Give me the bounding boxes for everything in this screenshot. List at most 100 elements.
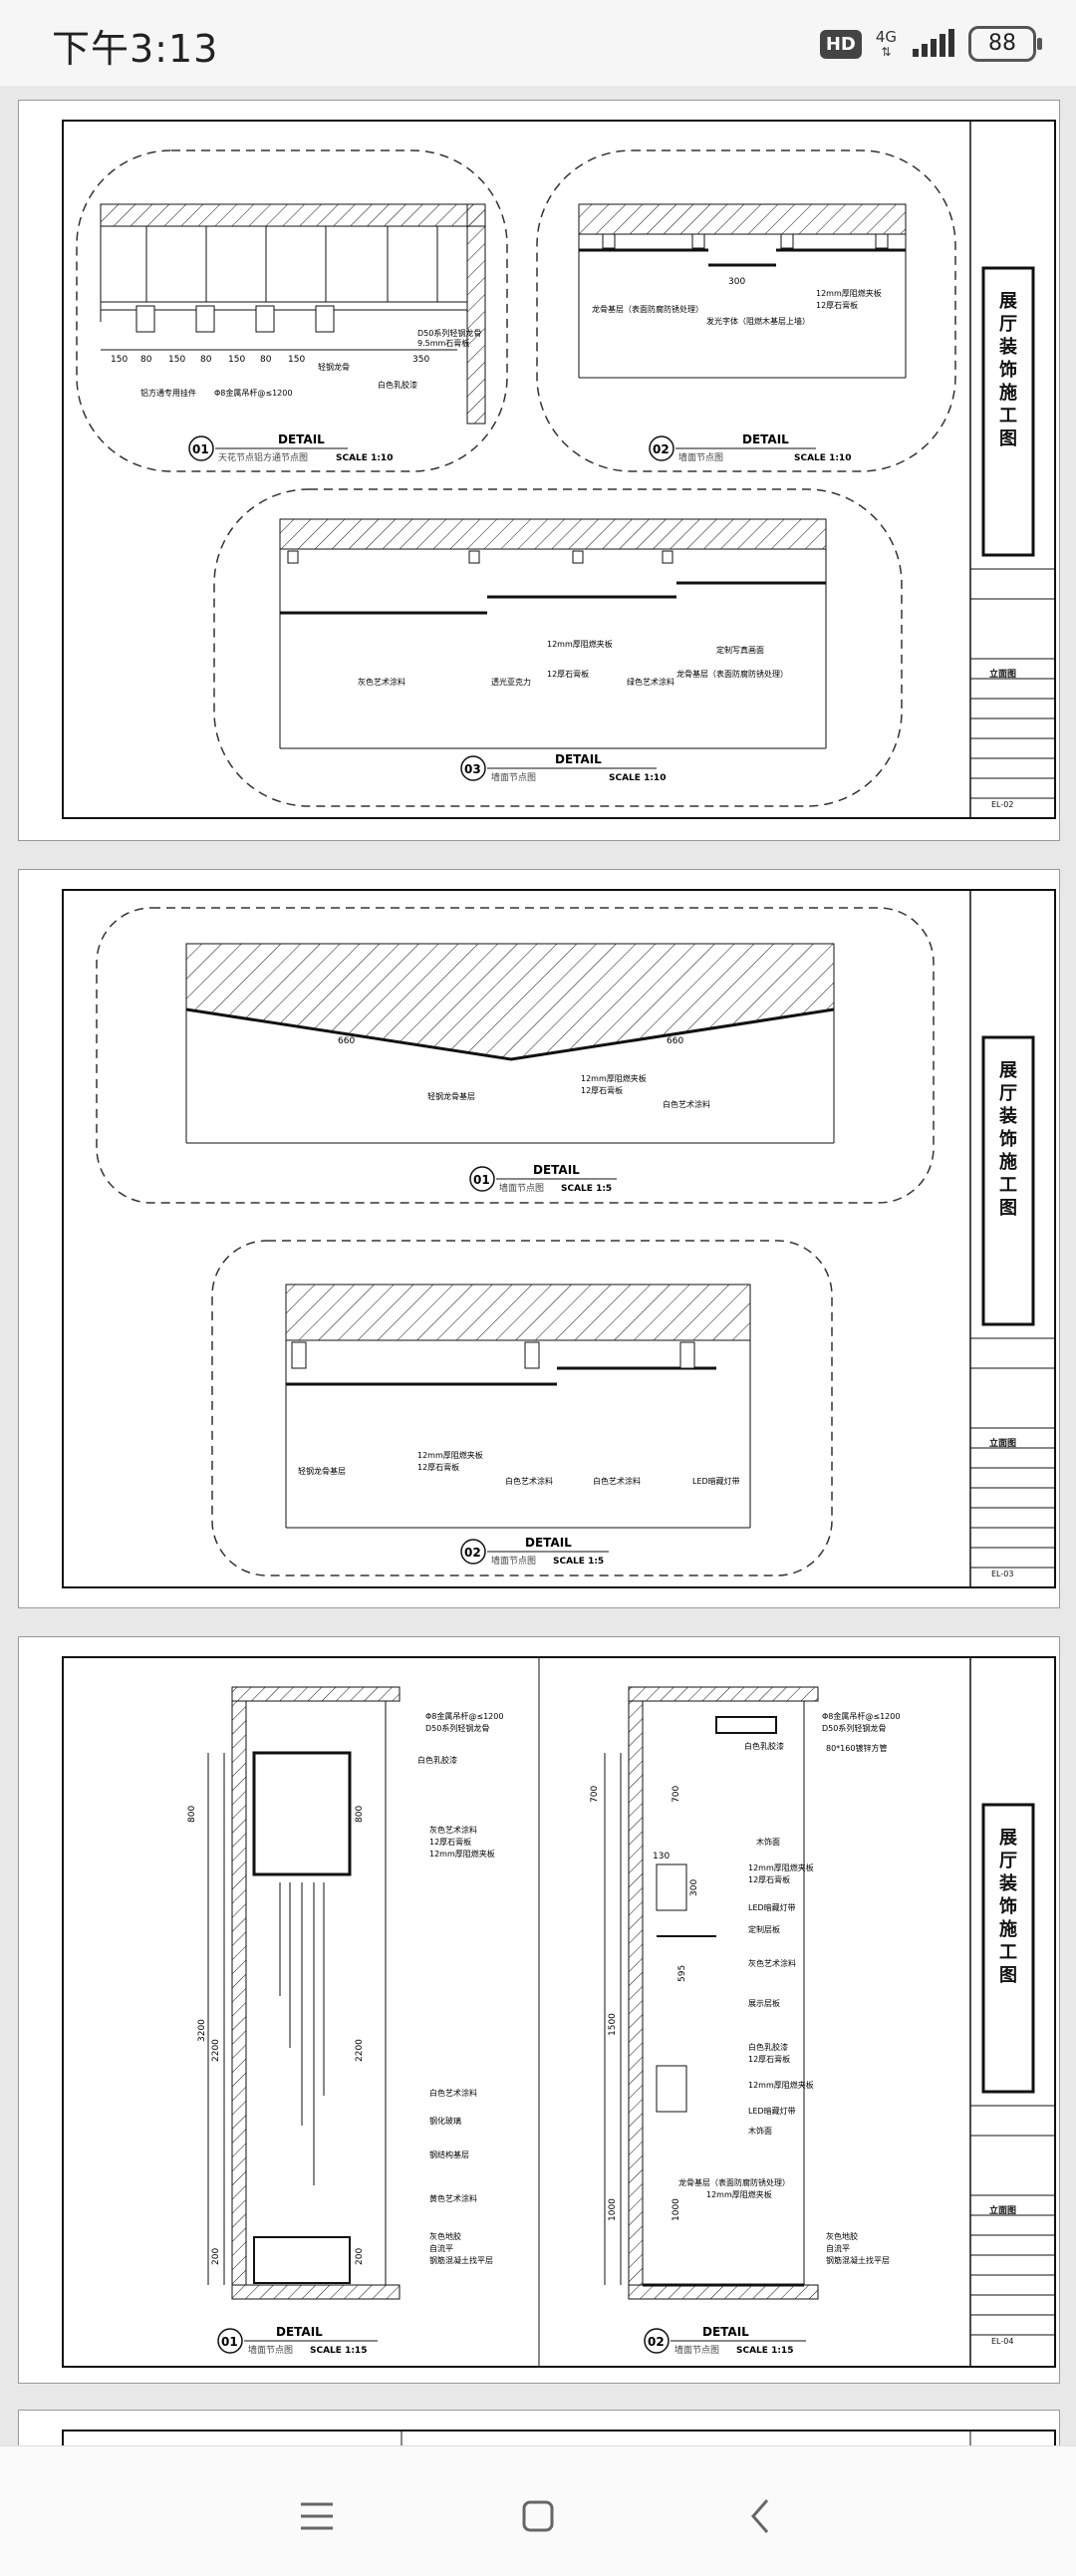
svg-text:2200: 2200 xyxy=(355,2039,365,2062)
svg-text:660: 660 xyxy=(667,1036,683,1046)
svg-text:80: 80 xyxy=(200,355,212,365)
svg-text:01: 01 xyxy=(192,442,209,456)
svg-text:01: 01 xyxy=(221,2335,238,2349)
svg-text:Φ8金属吊杆@≤1200: Φ8金属吊杆@≤1200 xyxy=(822,1711,900,1721)
svg-text:01: 01 xyxy=(473,1173,490,1187)
svg-text:SCALE 1:5: SCALE 1:5 xyxy=(553,1557,604,1567)
drawing-sheet-3[interactable]: 800 3200 2200 200 800 2200 200 Φ8金属吊杆@≤1… xyxy=(18,1636,1060,2384)
svg-text:12厚石膏板: 12厚石膏板 xyxy=(417,1462,459,1472)
sheet-1-number: EL-02 xyxy=(991,800,1014,809)
svg-text:DETAIL: DETAIL xyxy=(702,2325,749,2339)
svg-text:12mm厚阻燃夹板: 12mm厚阻燃夹板 xyxy=(748,2080,814,2090)
svg-text:自流平: 自流平 xyxy=(429,2243,453,2253)
svg-text:12厚石膏板: 12厚石膏板 xyxy=(748,1874,790,1884)
home-icon[interactable] xyxy=(508,2486,568,2546)
svg-text:1000: 1000 xyxy=(672,2198,681,2221)
svg-text:龙骨基层（表面防腐防锈处理）: 龙骨基层（表面防腐防锈处理） xyxy=(676,669,788,679)
svg-text:Φ8金属吊杆@≤1200: Φ8金属吊杆@≤1200 xyxy=(425,1711,503,1721)
svg-text:钢结构基层: 钢结构基层 xyxy=(429,2149,469,2159)
svg-text:D50系列轻钢龙骨: D50系列轻钢龙骨 xyxy=(425,1723,489,1733)
svg-text:12mm厚阻燃夹板: 12mm厚阻燃夹板 xyxy=(429,1849,495,1859)
svg-text:白色艺术涂料: 白色艺术涂料 xyxy=(505,1476,553,1486)
svg-text:2200: 2200 xyxy=(211,2039,221,2062)
network-type: 4G xyxy=(875,27,897,46)
svg-text:02: 02 xyxy=(464,1546,481,1560)
svg-text:D50系列轻钢龙骨: D50系列轻钢龙骨 xyxy=(417,328,481,338)
sheet-3-side-title: 展厅装饰施工图 xyxy=(999,1828,1017,1986)
back-icon[interactable] xyxy=(731,2486,791,2546)
svg-text:定制写真画面: 定制写真画面 xyxy=(716,645,764,655)
svg-text:03: 03 xyxy=(464,762,481,776)
svg-text:12mm厚阻燃夹板: 12mm厚阻燃夹板 xyxy=(417,1450,483,1460)
svg-text:800: 800 xyxy=(187,1806,197,1823)
svg-text:龙骨基层（表面防腐防锈处理）: 龙骨基层（表面防腐防锈处理） xyxy=(592,304,703,314)
svg-text:SCALE 1:5: SCALE 1:5 xyxy=(561,1184,612,1194)
svg-text:12厚石膏板: 12厚石膏板 xyxy=(748,2054,790,2064)
sheet-2-drawing-label: 立面图 xyxy=(989,1439,1017,1449)
svg-text:1000: 1000 xyxy=(608,2198,618,2221)
svg-text:Φ8金属吊杆@≤1200: Φ8金属吊杆@≤1200 xyxy=(214,388,292,398)
svg-text:钢化玻璃: 钢化玻璃 xyxy=(429,2116,461,2126)
svg-text:595: 595 xyxy=(677,1965,687,1982)
svg-text:墙面节点图: 墙面节点图 xyxy=(674,2344,719,2356)
svg-text:墙面节点图: 墙面节点图 xyxy=(248,2344,293,2356)
status-bar: 下午3:13 HD 4G ⇅ 88 xyxy=(0,0,1076,86)
svg-text:DETAIL: DETAIL xyxy=(278,432,325,446)
svg-text:12厚石膏板: 12厚石膏板 xyxy=(581,1085,623,1095)
svg-text:D50系列轻钢龙骨: D50系列轻钢龙骨 xyxy=(822,1723,886,1733)
svg-text:12厚石膏板: 12厚石膏板 xyxy=(429,1837,471,1847)
svg-text:灰色艺术涂料: 灰色艺术涂料 xyxy=(358,677,405,687)
svg-text:灰色艺术涂料: 灰色艺术涂料 xyxy=(429,1825,477,1835)
sheet-2-number: EL-03 xyxy=(991,1570,1014,1578)
svg-text:灰色艺术涂料: 灰色艺术涂料 xyxy=(748,1958,796,1968)
svg-text:1500: 1500 xyxy=(608,2013,618,2036)
svg-text:铝方通专用挂件: 铝方通专用挂件 xyxy=(140,388,196,398)
svg-text:墙面节点图: 墙面节点图 xyxy=(491,1555,536,1567)
svg-text:白色乳胶漆: 白色乳胶漆 xyxy=(744,1741,784,1751)
svg-text:3200: 3200 xyxy=(197,2019,207,2042)
svg-text:12mm厚阻燃夹板: 12mm厚阻燃夹板 xyxy=(748,1862,814,1872)
svg-text:660: 660 xyxy=(338,1036,355,1046)
svg-text:12mm厚阻燃夹板: 12mm厚阻燃夹板 xyxy=(581,1073,647,1083)
svg-text:展示层板: 展示层板 xyxy=(748,1998,780,2008)
svg-text:墙面节点图: 墙面节点图 xyxy=(499,1182,544,1194)
svg-text:绿色艺术涂料: 绿色艺术涂料 xyxy=(627,677,674,687)
svg-text:白色乳胶漆: 白色乳胶漆 xyxy=(378,380,417,390)
svg-text:12厚石膏板: 12厚石膏板 xyxy=(816,300,858,310)
svg-text:自流平: 自流平 xyxy=(826,2243,850,2253)
svg-text:12厚石膏板: 12厚石膏板 xyxy=(547,669,589,679)
svg-text:灰色地胶: 灰色地胶 xyxy=(429,2231,461,2241)
svg-text:SCALE 1:15: SCALE 1:15 xyxy=(736,2346,793,2356)
svg-text:透光亚克力: 透光亚克力 xyxy=(491,677,531,687)
svg-text:钢筋混凝土找平层: 钢筋混凝土找平层 xyxy=(429,2255,493,2265)
svg-text:12mm厚阻燃夹板: 12mm厚阻燃夹板 xyxy=(547,639,613,649)
svg-text:轻钢龙骨: 轻钢龙骨 xyxy=(318,362,350,372)
svg-text:02: 02 xyxy=(653,442,670,456)
svg-text:天花节点铝方通节点图: 天花节点铝方通节点图 xyxy=(218,451,308,463)
sheet-1-side-title: 展厅装饰施工图 xyxy=(999,291,1017,449)
svg-text:墙面节点图: 墙面节点图 xyxy=(491,771,536,783)
svg-text:150: 150 xyxy=(111,355,128,365)
sheet-3-drawing-label: 立面图 xyxy=(989,2206,1017,2216)
battery-level: 88 xyxy=(988,31,1016,56)
menu-icon[interactable] xyxy=(287,2486,347,2546)
svg-text:LED暗藏灯带: LED暗藏灯带 xyxy=(748,2106,796,2116)
svg-text:9.5mm石膏板: 9.5mm石膏板 xyxy=(417,338,469,348)
svg-text:DETAIL: DETAIL xyxy=(742,432,789,446)
sheet-3-number: EL-04 xyxy=(991,2337,1014,2346)
svg-text:木饰面: 木饰面 xyxy=(756,1837,780,1847)
svg-text:700: 700 xyxy=(672,1786,681,1803)
svg-text:白色艺术涂料: 白色艺术涂料 xyxy=(593,1476,641,1486)
svg-text:150: 150 xyxy=(288,355,305,365)
svg-text:SCALE 1:10: SCALE 1:10 xyxy=(609,773,666,783)
svg-text:DETAIL: DETAIL xyxy=(533,1163,580,1177)
svg-text:350: 350 xyxy=(412,355,429,365)
svg-text:150: 150 xyxy=(168,355,185,365)
svg-text:钢筋混凝土找平层: 钢筋混凝土找平层 xyxy=(826,2255,890,2265)
svg-text:龙骨基层（表面防腐防锈处理）: 龙骨基层（表面防腐防锈处理） xyxy=(678,2177,790,2187)
sheet-1-drawing-label: 立面图 xyxy=(989,670,1017,680)
